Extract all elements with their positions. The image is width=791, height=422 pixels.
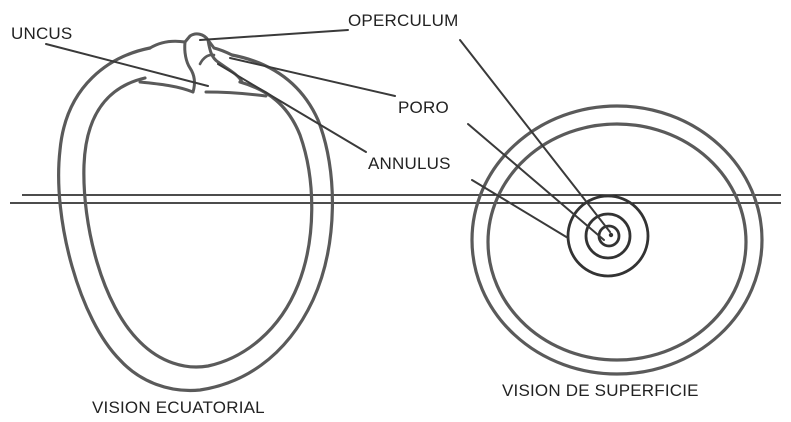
- pore-dot: [609, 233, 613, 237]
- pore-circle: [599, 226, 619, 246]
- annulus-ring-outer: [568, 196, 648, 276]
- label-uncus: UNCUS: [11, 24, 72, 44]
- caption-vision-ecuatorial: VISION ECUATORIAL: [92, 398, 265, 418]
- label-operculum: OPERCULUM: [348, 11, 458, 31]
- label-poro: PORO: [398, 98, 449, 118]
- annulus-inner-ledge: [206, 92, 266, 96]
- operculum-leader-left: [200, 30, 348, 40]
- operculum-cap: [150, 34, 232, 55]
- annulus-ledge: [140, 82, 193, 92]
- annulus-ring-inner: [586, 214, 630, 258]
- caption-vision-superficie: VISION DE SUPERFICIE: [502, 381, 699, 401]
- pore-neck-left: [185, 42, 195, 92]
- poro-leader-left: [230, 58, 395, 96]
- equatorial-outer-wall: [59, 48, 333, 390]
- label-annulus: ANNULUS: [368, 154, 451, 174]
- annulus-leader-left: [218, 64, 366, 152]
- equatorial-view-grain: [59, 34, 333, 391]
- surface-view-grain: [472, 106, 762, 374]
- equatorial-inner-wall: [84, 78, 312, 367]
- equatorial-reference-lines: [10, 195, 781, 203]
- annulus-leader-right: [472, 180, 568, 238]
